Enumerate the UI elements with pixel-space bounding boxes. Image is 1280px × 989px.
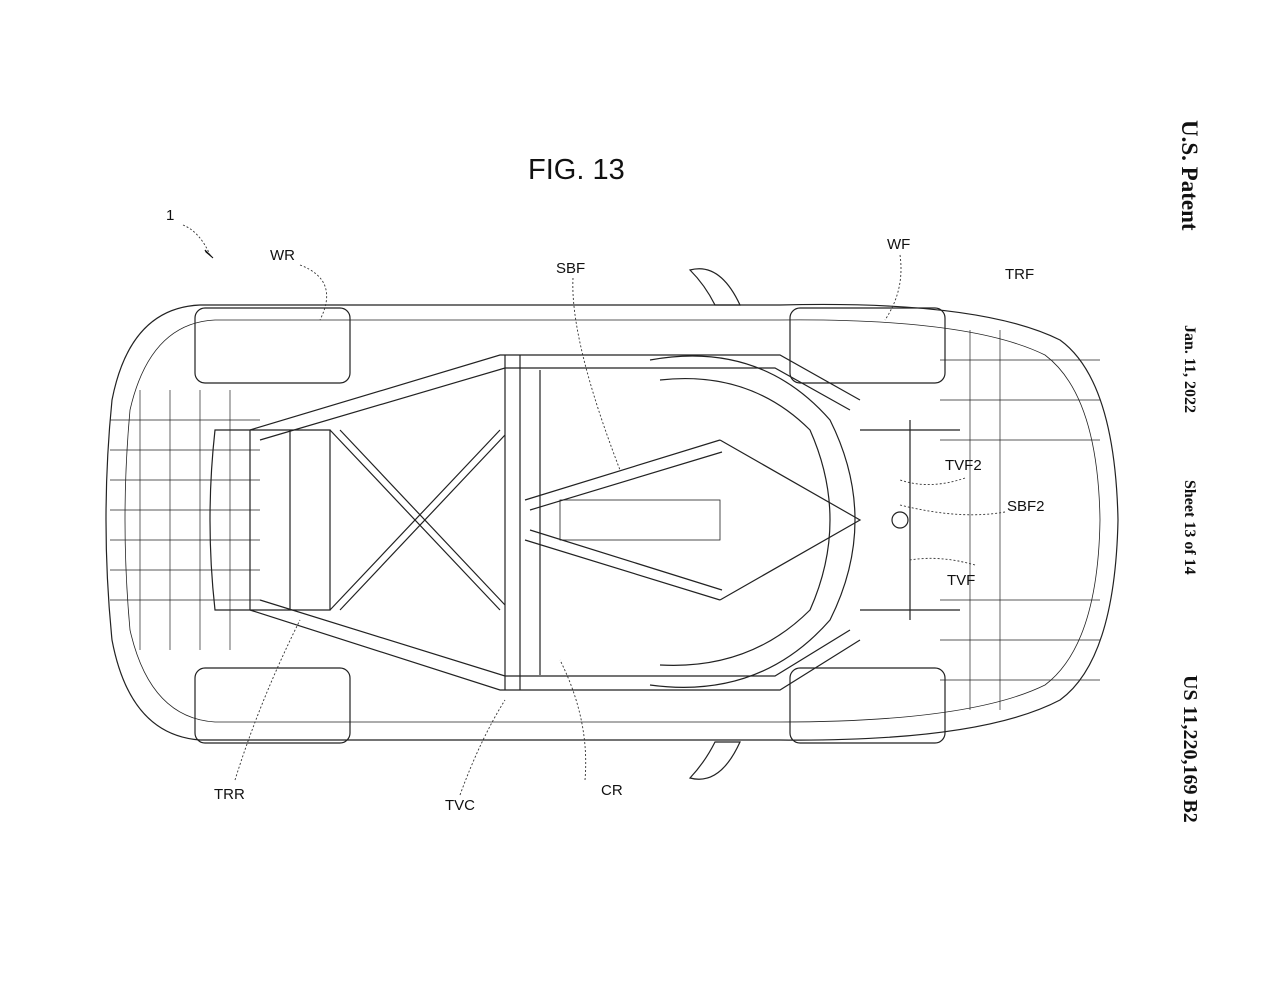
wheel-front-bottom	[789, 667, 946, 744]
label-cr: CR	[601, 782, 623, 799]
ref-arrow	[204, 249, 214, 259]
label-tvf: TVF	[947, 572, 976, 589]
header-office: U.S. Patent	[1177, 120, 1202, 231]
wheel-front-top	[789, 307, 946, 384]
mirror-top	[688, 268, 741, 306]
header-number: US 11,220,169 B2	[1179, 675, 1201, 823]
leader-wr	[299, 264, 328, 321]
leader-cr	[559, 659, 587, 781]
car-body-inner	[124, 319, 1101, 723]
car-body-outline	[105, 303, 1119, 741]
rear-subframe	[209, 429, 331, 611]
center-tunnel	[559, 499, 721, 541]
label-trf: TRF	[1005, 266, 1035, 283]
label-trr: TRR	[214, 786, 245, 803]
label-wr: WR	[270, 247, 295, 264]
wheel-rear-bottom	[194, 667, 351, 744]
label-sbf: SBF	[556, 260, 586, 277]
leader-wf	[884, 254, 902, 321]
leader-tvf	[909, 557, 976, 566]
front-grid	[940, 330, 1100, 710]
figure-title: FIG. 13	[528, 154, 625, 186]
x-brace-rear	[329, 429, 501, 611]
label-tvf2: TVF2	[945, 457, 982, 474]
leader-sbf2	[899, 504, 1006, 516]
header-date: Jan. 11, 2022	[1181, 325, 1198, 414]
label-sbf2: SBF2	[1007, 498, 1045, 515]
leader-ref	[182, 224, 211, 256]
x-brace-front	[524, 439, 721, 601]
wheel-rear-top	[194, 307, 351, 384]
tube-frame-upper	[249, 354, 861, 431]
leader-tvf2	[899, 477, 966, 485]
leader-sbf	[572, 277, 621, 471]
front-emblem	[891, 511, 909, 529]
leader-tvc	[459, 699, 506, 796]
tube-frame-lower	[249, 609, 861, 691]
label-tvc: TVC	[445, 797, 475, 814]
rear-grid	[110, 390, 260, 650]
patent-header: U.S. Patent Jan. 11, 2022 Sheet 13 of 14…	[1168, 120, 1208, 880]
label-wf: WF	[887, 236, 911, 253]
mirror-bottom	[688, 741, 741, 780]
front-cage	[649, 355, 856, 688]
leader-trr	[234, 619, 301, 781]
header-sheet: Sheet 13 of 14	[1181, 480, 1198, 575]
reference-numeral-1: 1	[166, 207, 175, 224]
